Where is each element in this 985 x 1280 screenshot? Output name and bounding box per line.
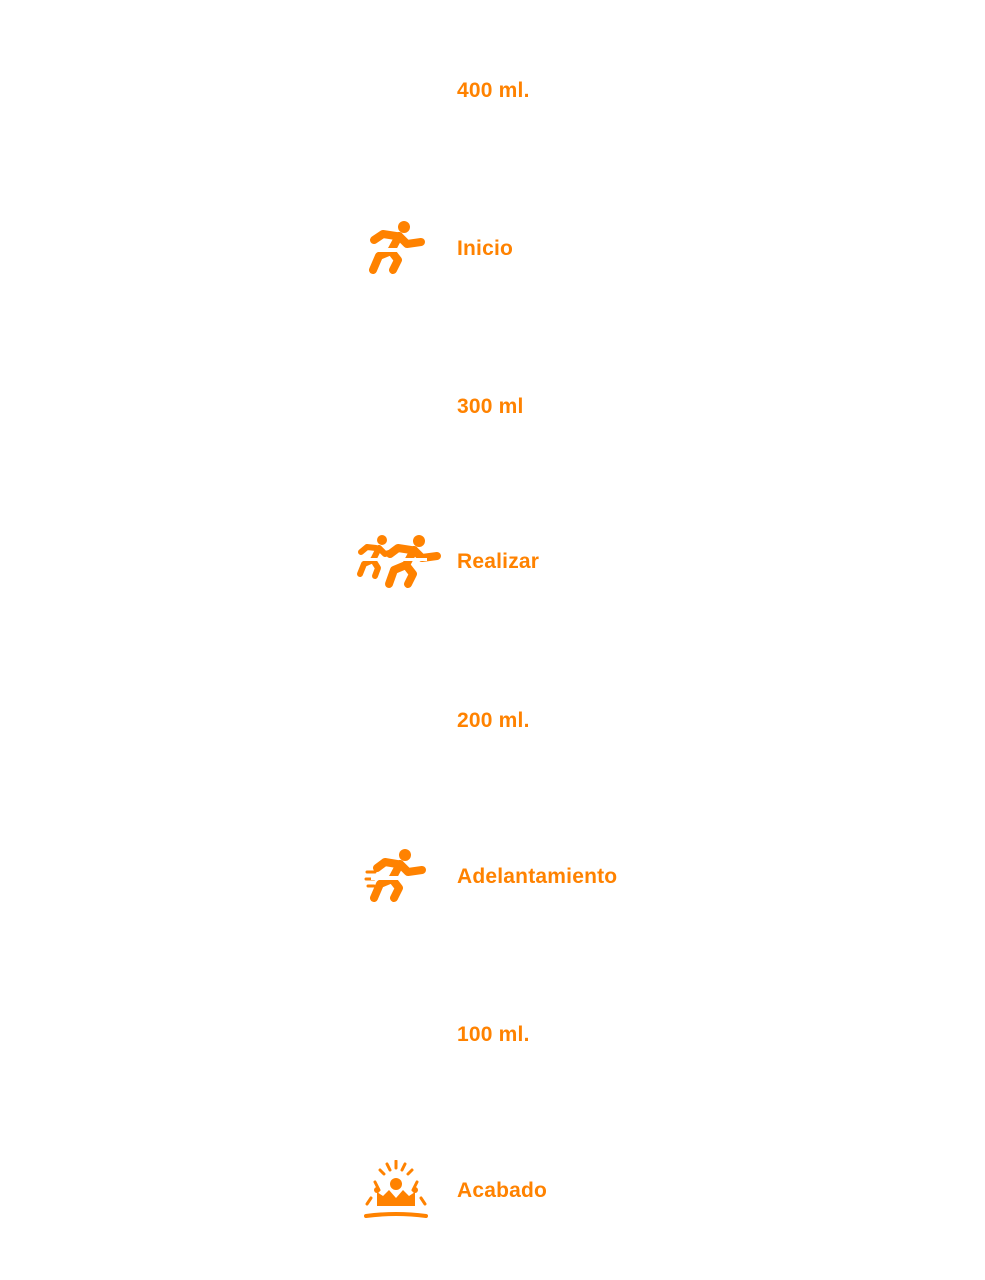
step-400ml: 400 ml.: [0, 56, 985, 126]
step-label: 400 ml.: [457, 79, 530, 102]
step-adelantamiento: Adelantamiento: [0, 842, 985, 912]
step-200ml: 200 ml.: [0, 686, 985, 756]
step-label: Adelantamiento: [457, 865, 618, 888]
step-100ml: 100 ml.: [0, 1000, 985, 1070]
two-runners-icon: [352, 527, 444, 597]
step-label: Realizar: [457, 550, 540, 573]
sprinting-runner-icon: [362, 842, 430, 912]
step-realizar: Realizar: [0, 527, 985, 597]
step-label: 100 ml.: [457, 1023, 530, 1046]
step-inicio: Inicio: [0, 214, 985, 284]
step-label: Inicio: [457, 237, 514, 260]
celebration-crown-icon: [362, 1156, 430, 1226]
step-label: Acabado: [457, 1179, 548, 1202]
step-acabado: Acabado: [0, 1156, 985, 1226]
step-label: 300 ml: [457, 395, 524, 418]
step-label: 200 ml.: [457, 709, 530, 732]
step-300ml: 300 ml: [0, 372, 985, 442]
runner-icon: [362, 214, 430, 284]
